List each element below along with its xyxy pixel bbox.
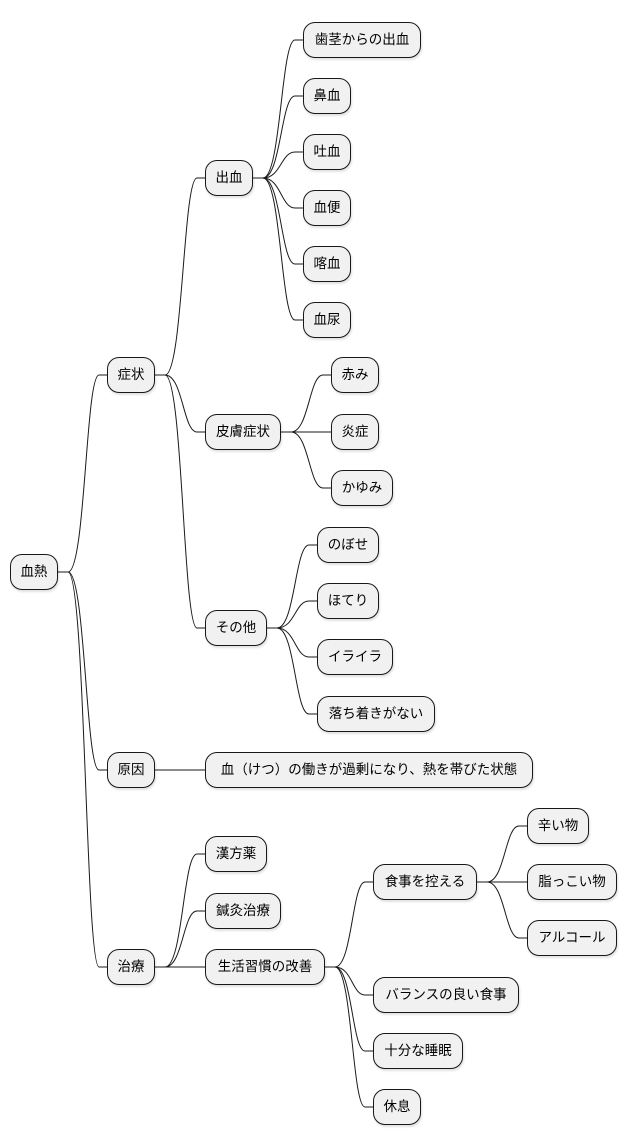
node-itch: かゆみ xyxy=(331,470,393,506)
edge-symptoms-skin xyxy=(155,374,205,433)
node-cough: 喀血 xyxy=(303,246,351,282)
edge-root-symptoms xyxy=(58,374,107,573)
edge-root-treatment xyxy=(58,571,107,968)
edge-diet-limit-spicy xyxy=(477,825,527,883)
edge-skin-itch xyxy=(281,431,331,489)
edge-bleeding-vomit xyxy=(253,151,303,179)
edge-lifestyle-diet-limit xyxy=(325,881,373,968)
node-bleeding: 出血 xyxy=(205,160,253,196)
node-fatty: 脂っこい物 xyxy=(527,864,617,900)
edge-lifestyle-balanced xyxy=(325,966,373,996)
edge-other-irritation xyxy=(267,627,317,658)
edge-bleeding-nose xyxy=(253,95,303,179)
node-acupuncture: 鍼灸治療 xyxy=(205,893,281,929)
node-inflammation: 炎症 xyxy=(331,414,379,450)
edge-treatment-acupuncture xyxy=(155,910,205,968)
edge-diet-limit-alcohol xyxy=(477,881,527,939)
node-nose: 鼻血 xyxy=(303,78,351,114)
edge-skin-redness xyxy=(281,374,331,433)
node-flush: ほてり xyxy=(317,583,379,619)
node-symptoms: 症状 xyxy=(107,357,155,393)
node-skin: 皮膚症状 xyxy=(205,414,281,450)
edge-symptoms-other xyxy=(155,374,205,629)
node-lifestyle: 生活習慣の改善 xyxy=(205,949,325,985)
edge-other-hotflash xyxy=(267,544,317,629)
node-redness: 赤み xyxy=(331,357,379,393)
node-hotflash: のぼせ xyxy=(317,527,379,563)
node-kampo: 漢方薬 xyxy=(205,836,267,872)
edge-other-flush xyxy=(267,600,317,629)
node-other: その他 xyxy=(205,610,267,646)
edge-root-cause xyxy=(58,571,107,771)
edge-lifestyle-sleep xyxy=(325,966,373,1052)
edge-bleeding-urine xyxy=(253,177,303,321)
node-urine: 血尿 xyxy=(303,302,351,338)
node-cause: 原因 xyxy=(107,752,155,788)
node-treatment: 治療 xyxy=(107,949,155,985)
node-vomit: 吐血 xyxy=(303,134,351,170)
edge-lifestyle-rest xyxy=(325,966,373,1108)
edge-symptoms-bleeding xyxy=(155,177,205,376)
node-diet-limit: 食事を控える xyxy=(373,864,477,900)
node-root: 血熱 xyxy=(10,554,58,590)
edge-treatment-kampo xyxy=(155,853,205,968)
edge-bleeding-gum xyxy=(253,39,303,179)
node-spicy: 辛い物 xyxy=(527,808,589,844)
node-irritation: イライラ xyxy=(317,639,393,675)
node-stool: 血便 xyxy=(303,190,351,226)
node-balanced: バランスの良い食事 xyxy=(373,977,519,1013)
node-alcohol: アルコール xyxy=(527,920,617,956)
node-sleep: 十分な睡眠 xyxy=(373,1033,463,1069)
node-gum: 歯茎からの出血 xyxy=(303,22,421,58)
node-rest: 休息 xyxy=(373,1089,421,1125)
node-restless: 落ち着きがない xyxy=(317,696,435,732)
edge-bleeding-stool xyxy=(253,177,303,209)
edge-other-restless xyxy=(267,627,317,715)
node-cause-desc: 血（けつ）の働きが過剰になり、熱を帯びた状態 xyxy=(205,752,533,788)
edge-bleeding-cough xyxy=(253,177,303,265)
